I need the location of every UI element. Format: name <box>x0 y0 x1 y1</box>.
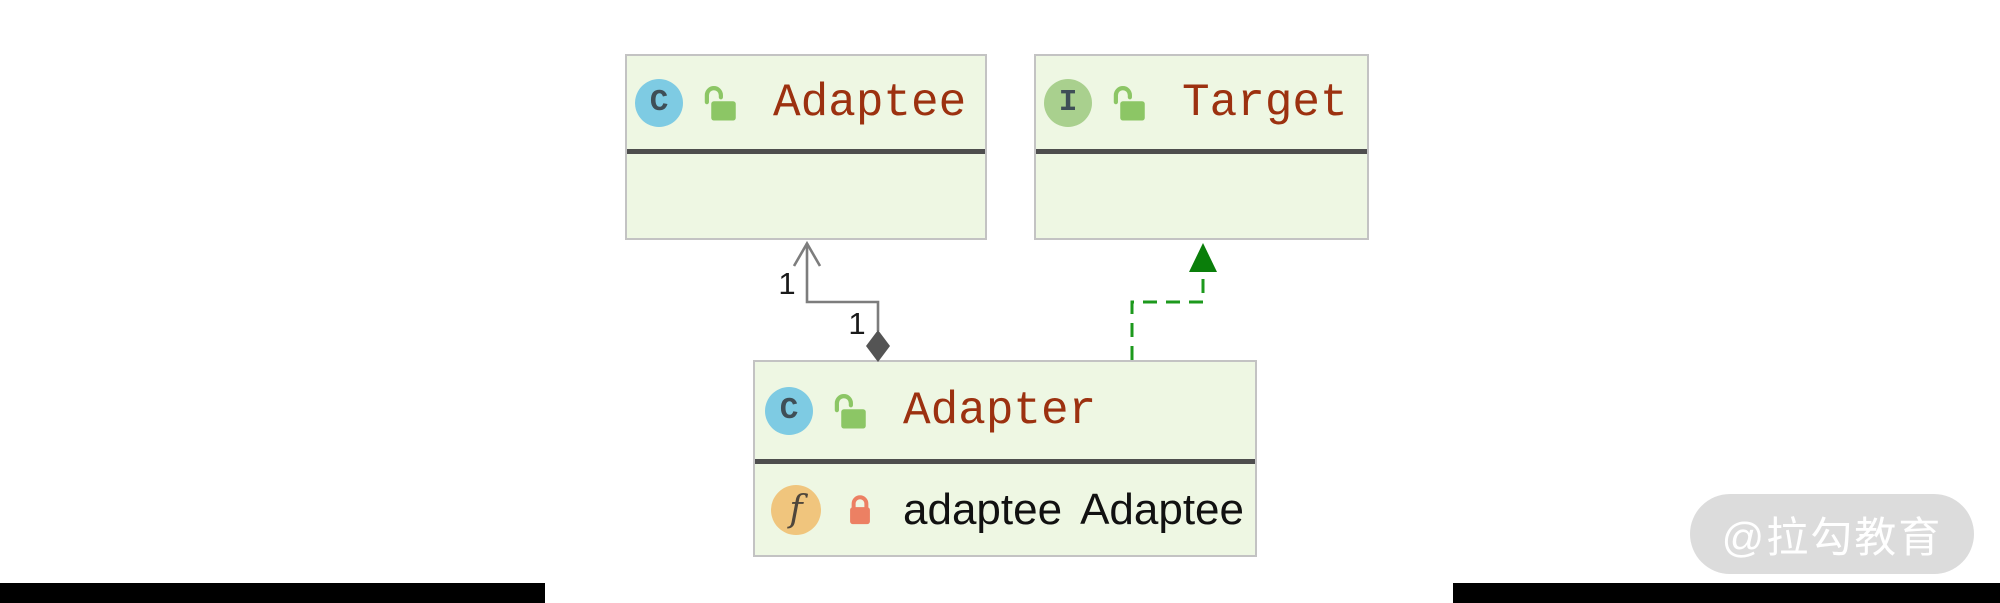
locked-icon <box>850 494 870 524</box>
aggregation-relation-adapter-adaptee <box>792 240 890 362</box>
unlocked-icon <box>834 393 866 428</box>
unlocked-icon <box>1113 85 1145 120</box>
realization-arrowhead-icon <box>1189 243 1217 272</box>
field-type: Adaptee <box>1080 484 1244 534</box>
class-icon-letter: C <box>649 85 669 120</box>
watermark-badge: @拉勾教育 <box>1690 494 1974 574</box>
class-box-target: I Target <box>1034 54 1369 240</box>
class-name: Adapter <box>903 384 1097 437</box>
watermark-text: @拉勾教育 <box>1721 513 1943 561</box>
class-name: Target <box>1182 76 1348 129</box>
class-separator <box>627 149 985 154</box>
multiplicity-label-adapter-end: 1 <box>848 306 866 341</box>
class-header-adapter: C Adapter <box>755 362 1255 459</box>
class-box-adaptee: C Adaptee <box>625 54 987 240</box>
class-header-adaptee: C Adaptee <box>627 56 985 149</box>
class-name: Adaptee <box>773 76 967 129</box>
class-separator <box>1036 149 1367 154</box>
field-row-adaptee: f adaptee Adaptee <box>755 464 1255 555</box>
letterbox-bar-left <box>0 583 545 603</box>
class-members-adapter: f adaptee Adaptee <box>755 464 1255 555</box>
field-name: adaptee <box>903 484 1063 534</box>
field-icon-letter: f <box>789 489 803 530</box>
class-separator <box>755 459 1255 464</box>
class-header-target: I Target <box>1036 56 1367 149</box>
interface-icon: I <box>1044 78 1092 127</box>
class-icon-letter: C <box>779 393 799 428</box>
aggregation-diamond-icon <box>866 330 890 362</box>
letterbox-bar-right <box>1453 583 2000 603</box>
field-icon: f <box>771 484 821 535</box>
open-arrowhead-icon <box>792 240 822 267</box>
class-icon: C <box>765 386 813 435</box>
realization-relation-adapter-target <box>1130 243 1217 360</box>
interface-icon-letter: I <box>1058 85 1078 120</box>
multiplicity-label-adaptee-end: 1 <box>778 266 796 301</box>
class-box-adapter: C Adapter f adaptee Adaptee <box>753 360 1257 557</box>
class-icon: C <box>635 78 683 127</box>
unlocked-icon <box>704 85 736 120</box>
